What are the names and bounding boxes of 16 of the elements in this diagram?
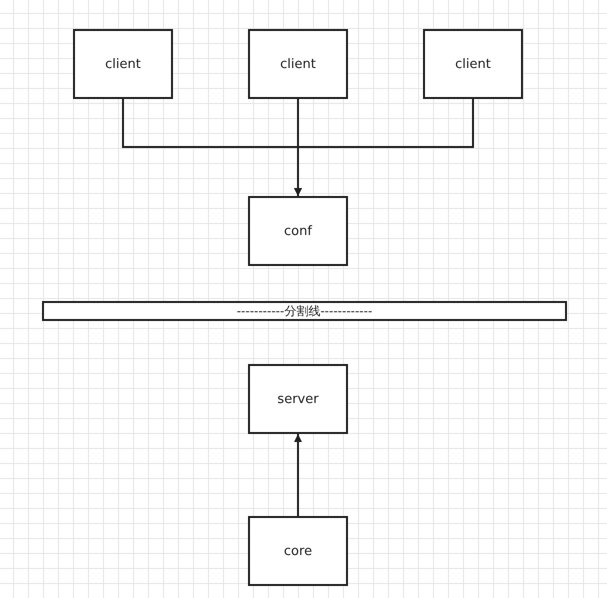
- process-box: [73, 29, 173, 99]
- box-label: client: [105, 56, 141, 72]
- box-label: conf: [284, 224, 312, 238]
- process-box: [248, 364, 348, 434]
- process-box: [248, 196, 348, 266]
- divider-band: [42, 301, 567, 321]
- arrow: [294, 434, 302, 516]
- box-label: server: [277, 392, 319, 406]
- process-box: [248, 29, 348, 99]
- arrow: [294, 99, 474, 196]
- box-label: core: [284, 544, 312, 558]
- box-label: -----------分割线------------: [236, 302, 372, 320]
- box-label: client: [280, 56, 316, 72]
- process-box: [248, 516, 348, 586]
- process-box: [423, 29, 523, 99]
- box-label: client: [455, 56, 491, 72]
